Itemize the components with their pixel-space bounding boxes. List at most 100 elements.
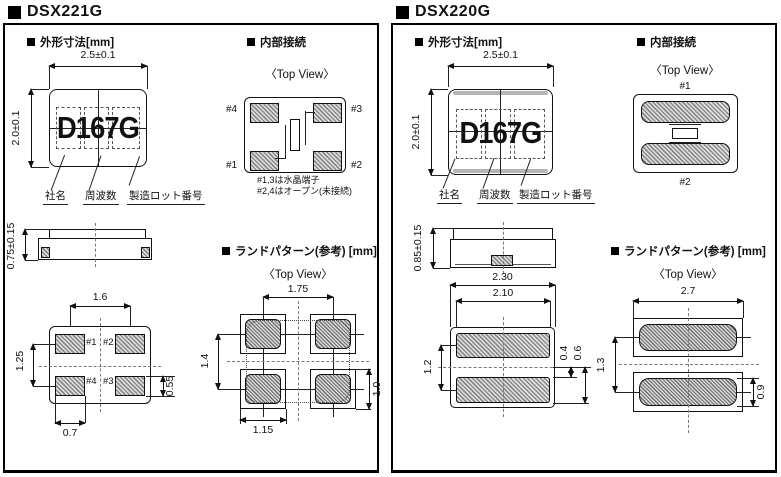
marking-zone	[56, 107, 81, 149]
extension-line	[85, 396, 86, 423]
dimension-line	[262, 294, 334, 300]
center-line	[298, 301, 299, 421]
center-line	[95, 223, 96, 267]
dimension-line	[160, 375, 166, 397]
title-square-icon	[396, 5, 409, 19]
extension-line	[31, 89, 49, 90]
dim-gap-label: 0.4	[558, 345, 570, 361]
extension-line	[49, 66, 50, 89]
connection-heading: 内部接続	[637, 34, 696, 50]
pad-label: #4	[86, 376, 97, 387]
extension-line	[633, 301, 634, 318]
label-lot: 製造ロット番号	[517, 187, 595, 204]
pad-label: #1	[86, 337, 97, 348]
extension-line	[130, 306, 131, 334]
pad-label: #1	[226, 160, 238, 171]
bottom-pad	[115, 334, 145, 354]
marking-zone	[456, 109, 482, 159]
pad-label: #2	[103, 337, 114, 348]
dimension-line	[22, 228, 28, 261]
dimension-line	[568, 366, 574, 378]
extension-line	[356, 409, 371, 410]
center-line	[448, 131, 553, 132]
dim-pitch-y-label: 1.3	[595, 357, 607, 373]
extension-line	[555, 285, 556, 327]
panel-dsx221g: 外形寸法[mm] 内部接続 2.5±0.1 D167G 社名 周波数 製造ロット…	[3, 23, 383, 473]
title-square-icon	[8, 5, 21, 19]
pad-label: #4	[226, 104, 238, 115]
dim-pad-h-label: 0.55	[164, 375, 176, 397]
extension-line	[448, 66, 449, 87]
dim-pad-w-label: 0.7	[62, 427, 78, 439]
land-heading: ランドパターン(参考) [mm]	[611, 243, 766, 259]
crystal-electrode-line	[669, 124, 701, 125]
dim-pitch-y-label: 1.2	[422, 359, 434, 375]
view-label: 〈Top View〉	[263, 269, 333, 281]
dim-height-label: 2.0±0.1	[10, 110, 22, 146]
view-label: 〈Top View〉	[650, 65, 720, 77]
side-center-pad	[491, 255, 513, 266]
pad-label: #2	[351, 160, 363, 171]
extension-line	[263, 297, 264, 314]
dim-pad-h-label: 0.6	[572, 345, 584, 361]
dimension-line	[28, 88, 34, 168]
extension-line	[433, 268, 450, 269]
extension-line	[146, 396, 175, 397]
connection-pad	[641, 143, 730, 165]
extension-line	[146, 376, 175, 377]
extension-line	[431, 89, 448, 90]
panel-title-dsx220g: DSX220G	[396, 3, 491, 21]
connection-pad	[641, 101, 730, 123]
extension-line	[70, 306, 71, 334]
connection-note: #1,3は水晶端子	[257, 175, 320, 185]
extension-line	[33, 344, 55, 345]
dim-height-label: 2.0±0.1	[410, 114, 422, 150]
view-label: 〈Top View〉	[653, 269, 723, 281]
dimension-line	[632, 298, 744, 304]
extension-line	[218, 334, 240, 335]
crystal-electrode-line	[669, 142, 701, 143]
dim-width-label: 2.5±0.1	[80, 49, 116, 61]
connection-pad	[313, 103, 342, 123]
extension-line	[737, 406, 759, 407]
dim-thickness-label: 0.75±0.15	[5, 222, 17, 270]
dimension-line	[447, 63, 554, 69]
extension-line	[25, 260, 38, 261]
extension-line	[431, 175, 448, 176]
extension-line	[31, 167, 49, 168]
dimension-line	[612, 336, 618, 393]
dimension-line	[430, 227, 436, 269]
marking-text: D167G	[459, 115, 542, 150]
center-line	[503, 222, 504, 274]
side-terminal-pad	[141, 247, 150, 258]
marking-text: D167G	[56, 110, 140, 145]
label-frequency: 周波数	[83, 188, 119, 205]
section-square-icon	[222, 247, 230, 255]
dim-thickness-label: 0.85±0.15	[412, 224, 424, 272]
crystal-electrode-line	[305, 111, 306, 145]
connection-pad	[250, 103, 279, 123]
bottom-pad	[55, 334, 85, 354]
label-company: 社名	[437, 187, 462, 204]
dimension-line	[428, 88, 434, 176]
panel-dsx220g: 外形寸法[mm] 内部接続 〈Top View〉 #1 #2 2.5±0.1 D…	[391, 23, 777, 473]
land-heading: ランドパターン(参考) [mm]	[222, 243, 377, 259]
bottom-pad	[115, 376, 145, 396]
connection-pad	[313, 151, 342, 171]
pad-label: #3	[103, 376, 114, 387]
view-label: 〈Top View〉	[265, 69, 335, 81]
extension-line	[55, 396, 56, 423]
pad-label: #2	[679, 177, 691, 188]
panel-title-text: DSX220G	[415, 3, 491, 20]
dim-pad-w-label: 1.15	[252, 424, 274, 436]
outline-heading: 外形寸法[mm]	[415, 34, 502, 50]
extension-line	[218, 389, 240, 390]
extension-line	[553, 66, 554, 87]
marking-zone	[112, 107, 140, 149]
marking-zone	[84, 107, 109, 149]
dim-pitch-y-label: 1.25	[14, 350, 26, 372]
extension-line	[615, 392, 627, 393]
side-terminal-pad	[41, 247, 50, 258]
dimension-line	[239, 417, 287, 423]
